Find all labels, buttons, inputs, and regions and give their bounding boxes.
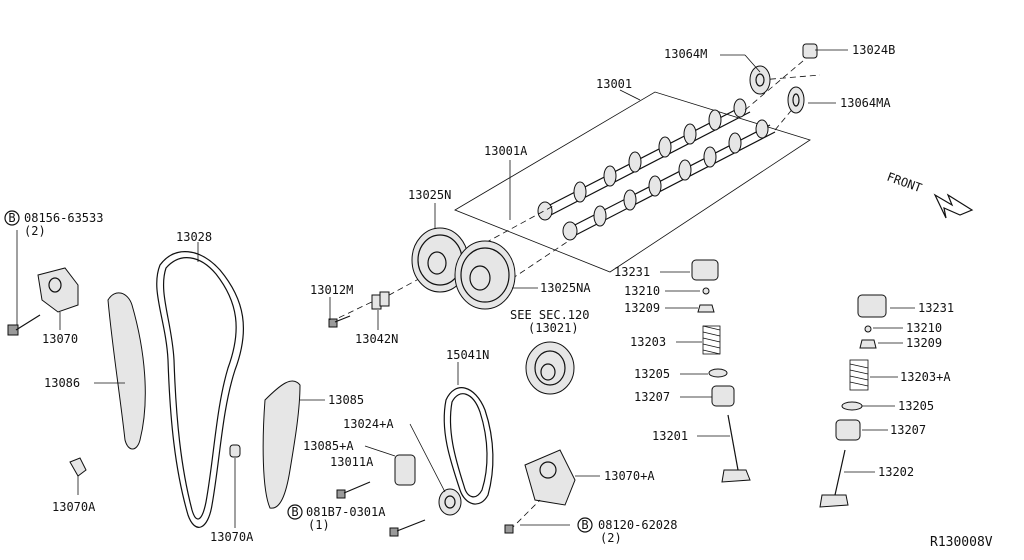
label-13203: 13203 bbox=[630, 335, 666, 349]
label-13001A: 13001A bbox=[484, 144, 528, 158]
label-13205-b: 13205 bbox=[898, 399, 934, 413]
diagram-id: R130008V bbox=[930, 535, 993, 550]
chain-guide-13086 bbox=[107, 292, 146, 450]
valve-train-left bbox=[691, 259, 751, 483]
cam-sprocket-13025NA bbox=[454, 240, 516, 310]
label-bolt-08120-qty: (2) bbox=[600, 531, 622, 545]
bolt-13011A bbox=[336, 481, 371, 499]
part-13024B bbox=[802, 43, 818, 59]
b-marker-3: B bbox=[577, 517, 593, 533]
label-13210-a: 13210 bbox=[624, 284, 660, 298]
label-13070A-plus: 13070+A bbox=[604, 469, 655, 483]
label-13025NA: 13025NA bbox=[540, 281, 591, 295]
label-13012M: 13012M bbox=[310, 283, 353, 297]
label-13231-b: 13231 bbox=[918, 301, 954, 315]
label-13070: 13070 bbox=[42, 332, 78, 346]
label-13064M: 13064M bbox=[664, 47, 707, 61]
label-bolt-08156: 08156-63533 bbox=[24, 211, 103, 225]
tensioner-13070 bbox=[7, 267, 79, 336]
label-bolt-08156-qty: (2) bbox=[24, 224, 46, 238]
camshaft-box-outline bbox=[454, 91, 811, 273]
tensioner-13070A bbox=[504, 449, 576, 534]
chain-15041N bbox=[443, 387, 494, 505]
b-marker-2: B bbox=[287, 504, 303, 520]
label-front: FRONT bbox=[885, 170, 924, 196]
label-13064MA: 13064MA bbox=[840, 96, 891, 110]
label-13209-a: 13209 bbox=[624, 301, 660, 315]
b-marker-1: B bbox=[4, 210, 20, 226]
label-13201: 13201 bbox=[652, 429, 688, 443]
label-bolt-081B7: 081B7-0301A bbox=[306, 505, 386, 519]
label-13209-b: 13209 bbox=[906, 336, 942, 350]
label-13001: 13001 bbox=[596, 77, 632, 91]
b-mark-text: B bbox=[8, 211, 15, 225]
bolt-13070A-center bbox=[229, 444, 241, 458]
label-13028: 13028 bbox=[176, 230, 212, 244]
b-mark-text: B bbox=[291, 505, 298, 519]
label-13231-a: 13231 bbox=[614, 265, 650, 279]
label-13070A-left: 13070A bbox=[52, 500, 96, 514]
camshaft-upper bbox=[537, 98, 751, 221]
part-13064MA bbox=[787, 86, 805, 114]
label-13070A-center: 13070A bbox=[210, 530, 254, 544]
label-15041N: 15041N bbox=[446, 348, 489, 362]
label-13085: 13085 bbox=[328, 393, 364, 407]
label-13205-a: 13205 bbox=[634, 367, 670, 381]
label-13203A: 13203+A bbox=[900, 370, 951, 384]
oil-pump-tensioner-sprocket bbox=[438, 488, 462, 516]
label-13207-b: 13207 bbox=[890, 423, 926, 437]
front-arrow bbox=[933, 193, 974, 219]
label-bolt-081B7-qty: (1) bbox=[308, 518, 330, 532]
label-13024B: 13024B bbox=[852, 43, 895, 57]
bolt-13070A-left bbox=[69, 457, 87, 477]
label-13210-b: 13210 bbox=[906, 321, 942, 335]
valve-train-right bbox=[819, 294, 887, 508]
part-13012M-bolt bbox=[328, 315, 351, 328]
part-13042N bbox=[371, 291, 390, 310]
label-13085A: 13085+A bbox=[303, 439, 354, 453]
part-13085A bbox=[394, 454, 416, 486]
label-13025N: 13025N bbox=[408, 188, 451, 202]
label-bolt-08120: 08120-62028 bbox=[598, 518, 677, 532]
label-13207-a: 13207 bbox=[634, 390, 670, 404]
label-see-sec-sub: (13021) bbox=[528, 321, 579, 335]
b-mark-text: B bbox=[581, 518, 588, 532]
label-13011A: 13011A bbox=[330, 455, 374, 469]
leader-lines bbox=[16, 49, 915, 528]
guide-13085 bbox=[262, 380, 301, 509]
part-13064M bbox=[749, 65, 771, 95]
label-13042N: 13042N bbox=[355, 332, 398, 346]
label-13086: 13086 bbox=[44, 376, 80, 390]
bolt-081B7 bbox=[389, 519, 426, 537]
label-13202: 13202 bbox=[878, 465, 914, 479]
camshaft-lower bbox=[562, 119, 776, 241]
label-13024A: 13024+A bbox=[343, 417, 394, 431]
timing-chain-13028 bbox=[156, 251, 245, 528]
label-see-sec: SEE SEC.120 bbox=[510, 308, 589, 322]
oil-pump-sprocket bbox=[525, 341, 575, 395]
